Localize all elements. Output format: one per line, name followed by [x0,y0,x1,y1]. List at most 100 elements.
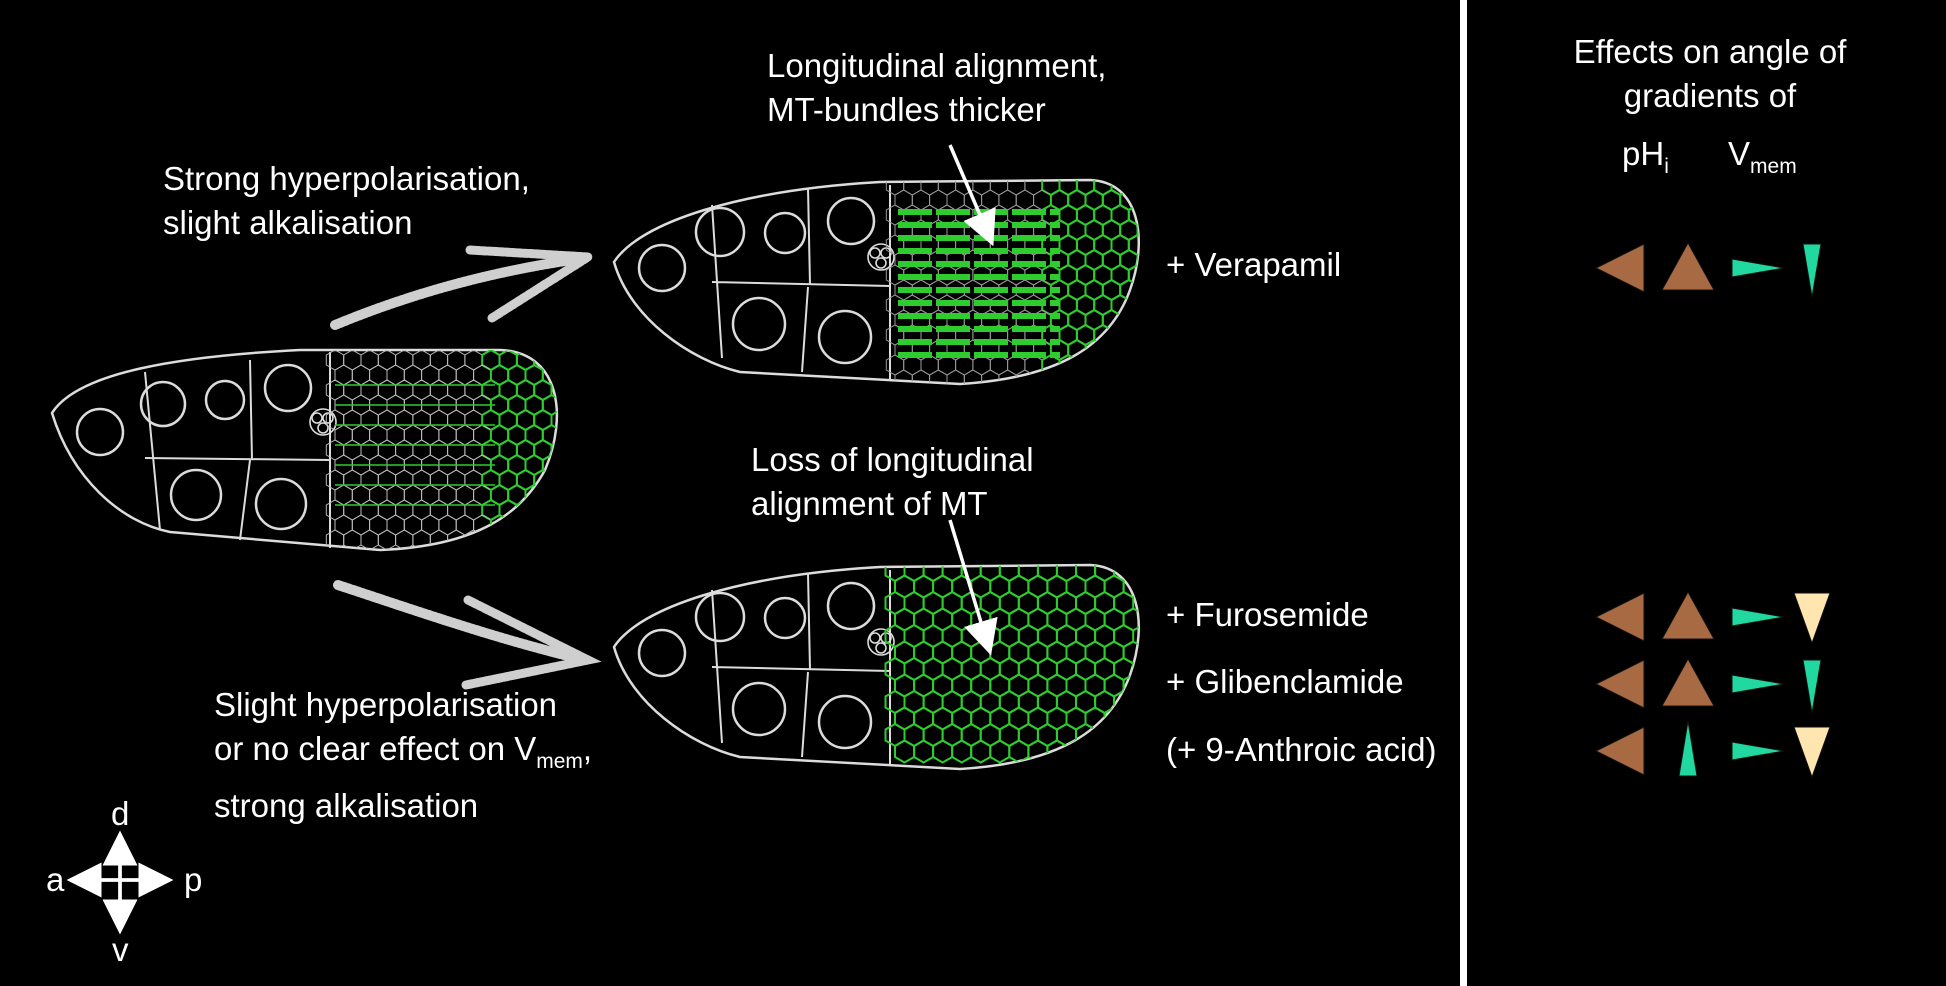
ph-direction-triangle [1594,659,1645,709]
nurse-cell-nucleus [694,206,746,258]
lattice-cell [1033,369,1052,384]
lattice-cell [1015,369,1035,384]
lattice-cell [1113,722,1135,748]
nurse-cell-nucleus [731,296,787,352]
lattice-cell [395,529,414,550]
lattice-cell [1008,739,1030,764]
nurse-cell-nucleus [826,196,876,246]
lattice-cell [989,739,1011,764]
arrow-to-bottom-chamber [333,580,602,690]
gradient-effects-grid [1594,241,1831,779]
lattice-cell [377,529,397,550]
vmem-direction-triangle [1731,258,1785,278]
nurse-cell-nucleus [763,211,807,255]
lattice-cell [515,498,536,522]
oocyte-nucleus [309,408,337,436]
egg-chamber-verapamil [612,178,1141,386]
egg-chamber-outline [50,348,559,552]
lattice-cell [1084,739,1106,764]
vmem-direction-triangle [1731,741,1785,761]
ph-angle-triangle [1661,241,1715,291]
axis-label-p: p [184,861,203,898]
lattice-cell [894,739,916,764]
lattice-cell [911,369,931,384]
lattice-cell [1127,323,1139,347]
pointer-arrow-top [948,144,996,247]
ph-direction-triangle [1594,726,1645,776]
axis-label-a: a [46,861,65,898]
lattice-cell [1093,353,1113,377]
lattice-cell [1103,739,1125,764]
lattice-cell [541,453,557,477]
lattice-cell [429,529,449,550]
nurse-cell-nucleus [139,380,187,428]
lattice-cell [951,739,973,764]
orientation-compass [66,830,174,935]
microtubule-lattice [325,350,557,550]
nurse-cell-nucleus [817,694,873,750]
lattice-cell [913,739,935,764]
axis-label-v: v [112,931,129,968]
vmem-angle-triangle [1793,592,1831,645]
nurse-cell-nucleus [763,596,807,640]
nurse-cell-nucleus [731,681,787,737]
lattice-cell [963,369,983,384]
nurse-cell-nucleus [817,309,873,365]
bottom-mt-label: Loss of longitudinal alignment of MT [751,441,1034,522]
lattice-cell [1127,180,1139,197]
arrow-to-top-chamber [330,245,603,330]
lattice-cell [1101,368,1122,384]
lattice-cell [1067,368,1087,384]
lattice-cell [1127,293,1139,317]
lattice-cell [929,369,948,384]
oocyte-nucleus [867,243,895,271]
nurse-cell-nucleus [263,363,313,413]
lattice-cell [1049,368,1070,384]
egg-chamber-outline [612,563,1141,771]
ph-angle-triangle [1661,590,1715,640]
lattice-cell [515,528,536,550]
lattice-cell [1103,706,1125,731]
lattice-cell [1122,706,1139,731]
lattice-cell [360,529,379,550]
lattice-cell [932,739,954,764]
top-effect-label: Strong hyperpolarisation, slight alkalis… [163,160,530,241]
vmem-column-header: Vmem [1728,135,1797,178]
nurse-cell-nucleus [254,477,308,531]
lattice-cell [970,739,992,764]
lattice-cell [524,513,544,537]
nurse-cell-nucleus [75,407,125,457]
nurse-cell-nucleus [637,628,687,678]
lattice-cell [541,483,557,507]
ph-angle-triangle [1678,720,1698,777]
egg-chamber-outline [612,178,1141,386]
ph-direction-triangle [1594,243,1645,293]
lattice-cell [1119,308,1139,332]
lattice-cell [1110,353,1130,377]
treatment-verapamil: + Verapamil [1166,246,1342,283]
lattice-cell [1119,368,1139,384]
nurse-cell-nucleus [204,379,246,421]
treatment-anthroic-acid: (+ 9-Anthroic acid) [1166,731,1437,768]
nurse-cell-nucleus [637,243,687,293]
treatment-furosemide: + Furosemide [1166,596,1369,633]
egg-chamber-control [50,348,559,552]
lattice-cell [533,528,553,550]
vmem-angle-triangle [1802,243,1822,298]
axis-label-d: d [111,795,130,832]
egg-chamber-furosemide [612,563,1141,771]
bottom-effect-label: Slight hyperpolarisation or no clear eff… [214,686,593,824]
top-mt-label: Longitudinal alignment, MT-bundles thick… [767,47,1107,128]
lattice-cell [541,513,557,537]
lattice-cell [498,528,518,550]
lattice-cell [1122,739,1139,764]
lattice-cell [1119,338,1139,362]
lattice-cell [481,528,501,550]
ph-column-header: pHi [1622,135,1669,178]
vmem-direction-triangle [1731,674,1785,694]
panel-divider [1460,0,1467,986]
lattice-cell [1084,368,1104,384]
nurse-cell-walls [711,185,891,380]
lattice-cell [533,498,553,522]
